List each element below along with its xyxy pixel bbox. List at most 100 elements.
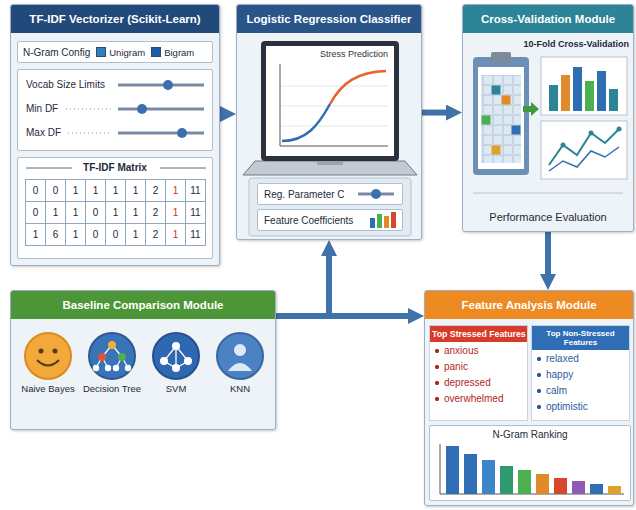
slider-art-part: [177, 128, 187, 138]
matrix-grid: 001111211101101121111610012111: [25, 179, 206, 246]
svm-icon: [145, 331, 207, 381]
matrix-cell: 2: [146, 224, 166, 246]
module-panel: Baseline Comparison Module Naive Bayes D…: [10, 290, 276, 430]
slider-art-part: [137, 104, 147, 114]
matrix-cell: 1: [126, 202, 146, 224]
decision-tree-icon-part: [93, 365, 99, 371]
slider-label: Max DF: [26, 124, 212, 142]
cross-validation-art-part: [541, 121, 627, 179]
cross-validation-art-part: [502, 96, 511, 105]
panel-title: Baseline Comparison Module: [11, 291, 275, 319]
model-circle: KNN: [209, 331, 271, 411]
ranking-box: N-Gram Ranking: [429, 425, 631, 501]
laptop-art-part: [317, 162, 343, 165]
module-panel: TF-IDF Vectorizer (Scikit-Learn)N-Gram C…: [10, 4, 220, 266]
feature-word: optimistic: [532, 398, 629, 414]
panel-title: Feature Analysis Module: [425, 291, 633, 319]
cross-validation-art-part: [573, 67, 582, 111]
flow-arrow: [276, 250, 329, 316]
matrix-cell: 6: [46, 224, 66, 246]
sigmoid-chart-part: [282, 104, 330, 141]
sigmoid-chart-part: [280, 64, 388, 146]
cross-validation-art-part: [617, 127, 622, 132]
svm-icon-part: [172, 364, 180, 372]
module-panel: Logistic Regression Classifier Stress Pr…: [236, 4, 422, 240]
matrix-cell: 11: [186, 180, 206, 202]
feature-word: overwhelmed: [430, 390, 527, 406]
slider-art-part: [118, 132, 204, 135]
matrix-cell: 0: [86, 224, 106, 246]
sigmoid-chart-part: [330, 71, 386, 104]
ranking-chart-part: [518, 470, 531, 494]
matrix-cell: 1: [86, 180, 106, 202]
flow-arrow: [422, 110, 452, 116]
feature-list: Top Non-Stressed Featuresrelaxedhappycal…: [531, 325, 630, 421]
model-name: SVM: [145, 383, 207, 394]
cross-validation-art-part: [609, 89, 618, 111]
decision-tree-icon-part: [108, 341, 116, 349]
cross-validation-art-part: [585, 81, 594, 111]
naive-bayes-icon-part: [25, 333, 71, 379]
legend-label: Bigram: [164, 47, 194, 58]
parameter-box: Reg. Parameter C: [257, 183, 403, 205]
list-header: Top Stressed Features: [430, 326, 527, 342]
model-name: KNN: [209, 383, 271, 394]
sigmoid-chart-part: [280, 106, 388, 107]
cross-validation-art-part: [492, 86, 501, 95]
cross-validation-art-part: [492, 146, 501, 155]
ranking-chart-part: [464, 454, 477, 494]
svm-icon-part: [160, 357, 168, 365]
cross-validation-art-part: [549, 147, 619, 171]
coefficient-label: Feature Coefficients: [258, 215, 353, 226]
matrix-cell: 11: [186, 202, 206, 224]
module-panel: Feature Analysis ModuleTop Stressed Feat…: [424, 290, 634, 506]
matrix-title: TF-IDF Matrix: [18, 162, 212, 173]
svm-icon-part: [184, 357, 192, 365]
svm-icon-part: [172, 342, 180, 350]
slider-art-part: [118, 108, 204, 111]
matrix-cell: 1: [166, 224, 186, 246]
cross-validation-art-part: [473, 57, 529, 175]
cross-validation-art-part: [561, 143, 566, 148]
config-box: N-Gram ConfigUnigramBigram: [17, 41, 213, 63]
cross-validation-art-part: [561, 75, 570, 111]
sigmoid-chart: [266, 46, 394, 156]
flow-arrow: [276, 313, 414, 319]
knn-icon: [209, 331, 271, 381]
feature-list: Top Stressed Featuresanxiouspanicdepress…: [429, 325, 528, 421]
bar-icon-part: [377, 214, 382, 228]
naive-bayes-icon-part: [53, 349, 58, 354]
matrix-cell: 1: [126, 224, 146, 246]
matrix-rule-art-part: [160, 168, 206, 169]
knn-icon-part: [234, 344, 246, 356]
sigmoid-chart-part: [280, 86, 388, 87]
naive-bayes-icon-part: [37, 360, 59, 366]
cross-validation-art: [463, 5, 633, 231]
cross-validation-art-part: [512, 126, 521, 135]
decision-tree-icon-part: [98, 353, 106, 361]
ranking-chart-part: [440, 444, 624, 494]
matrix-cell: 1: [66, 202, 86, 224]
feature-word: anxious: [430, 342, 527, 358]
matrix-cell: 1: [66, 180, 86, 202]
ranking-chart-part: [500, 466, 513, 494]
svm-icon-part: [153, 333, 199, 379]
cross-validation-art-part: [523, 102, 539, 116]
slider-box: Vocab Size LimitsMin DFMax DF: [17, 69, 213, 151]
matrix-cell: 1: [26, 224, 46, 246]
list-header: Top Non-Stressed Features: [532, 326, 629, 350]
cross-validation-art-part: [482, 116, 491, 125]
matrix-cell: 1: [106, 202, 126, 224]
matrix-cell: 1: [166, 180, 186, 202]
chart-title: N-Gram Ranking: [430, 429, 630, 440]
feature-word: calm: [532, 382, 629, 398]
model-circle: Naive Bayes: [17, 331, 79, 411]
decision-tree-icon-part: [125, 365, 131, 371]
cross-validation-art-part: [478, 67, 524, 169]
cross-validation-art-part: [549, 85, 558, 111]
decision-tree-icon-part: [105, 365, 111, 371]
ranking-chart-part: [446, 446, 459, 494]
panel-title: Logistic Regression Classifier: [237, 5, 421, 33]
model-circle: SVM: [145, 331, 207, 411]
chart-title: Stress Prediction: [266, 46, 394, 59]
